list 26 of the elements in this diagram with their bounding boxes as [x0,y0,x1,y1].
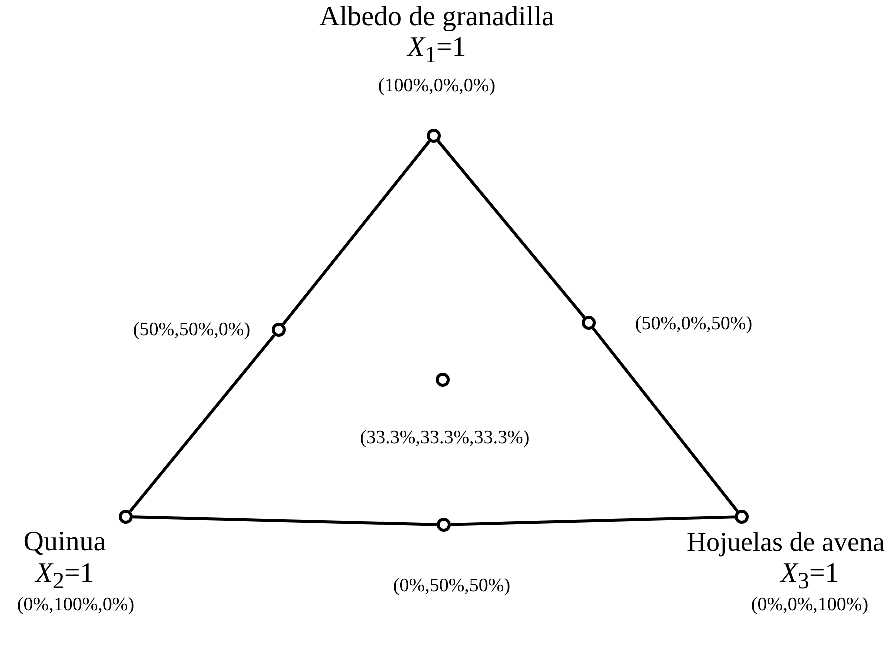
triangle-side-line [129,334,276,513]
point-label: (33.3%,33.3%,33.3%) [360,428,530,450]
design-point-marker [119,510,133,524]
triangle-side-line [282,140,431,326]
design-point-marker [437,518,451,532]
variable-label: X$_{3}$=1 [780,558,840,596]
point-label: (0%,100%,0%) [17,596,135,616]
design-point-marker [735,510,749,524]
triangle-side-line [592,328,739,512]
point-label: (0%,0%,100%) [751,596,869,616]
vertex-label: Quinua [24,528,106,558]
triangle-side-line [132,516,438,526]
vertex-label: Albedo de granadilla [320,2,554,34]
variable-label: X$_{1}$=1 [408,32,466,70]
triangle-side-line [450,516,736,526]
design-point-marker [272,323,286,337]
point-label: (50%,0%,50%) [635,314,753,336]
triangle-side-line [437,140,586,319]
point-label: (100%,0%,0%) [378,76,496,98]
design-point-marker [436,373,450,387]
point-label: (50%,50%,0%) [133,320,251,342]
point-label: (0%,50%,50%) [393,576,511,598]
vertex-label: Hojuelas de avena [687,528,885,558]
design-point-marker [582,316,596,330]
design-point-marker [427,129,441,143]
variable-label: X$_{2}$=1 [36,558,94,596]
